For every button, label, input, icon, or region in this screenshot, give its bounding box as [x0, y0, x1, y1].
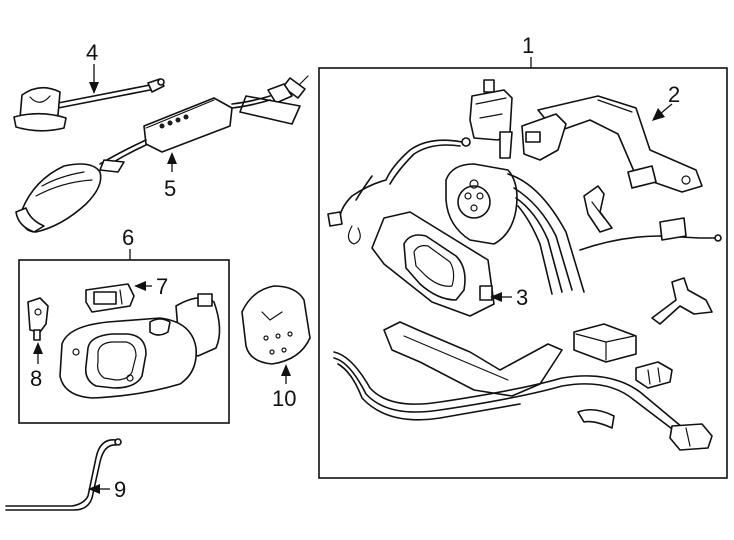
callout-1: 1 — [522, 33, 534, 58]
part-2-bracket — [521, 95, 703, 193]
callout-2: 2 — [668, 82, 680, 107]
part-1-connector-block — [635, 361, 673, 389]
part-3-port-housing — [371, 211, 495, 317]
callout-3: 3 — [516, 285, 528, 310]
part-1-clip-bracket — [651, 277, 713, 325]
part-4-cable-holder — [13, 78, 165, 132]
part-5-charging-cable — [15, 75, 309, 233]
part-6-charge-door-assembly — [59, 293, 221, 399]
callout-9: 9 — [114, 477, 126, 502]
part-1-lower-harness — [333, 321, 713, 451]
leader-lines — [33, 57, 673, 494]
part-1-wire-connector — [579, 217, 722, 251]
part-1-port-actuator — [469, 79, 513, 159]
part-1-module — [573, 323, 637, 363]
callout-7: 7 — [156, 274, 168, 299]
part-1-small-bracket — [583, 185, 613, 233]
callout-6: 6 — [122, 225, 134, 250]
part-10-door-panel — [241, 285, 311, 365]
part-8-latch — [27, 297, 49, 341]
part-7-actuator — [85, 283, 135, 313]
callout-10: 10 — [272, 386, 296, 411]
part-9-drain-hose — [5, 438, 122, 511]
part-1-harness-left — [327, 137, 471, 245]
callout-5: 5 — [164, 176, 176, 201]
group-box-6 — [18, 259, 230, 424]
callout-4: 4 — [86, 40, 98, 65]
callout-8: 8 — [30, 366, 42, 391]
group-box-1 — [318, 67, 728, 479]
part-1-charge-inlet — [445, 163, 585, 295]
